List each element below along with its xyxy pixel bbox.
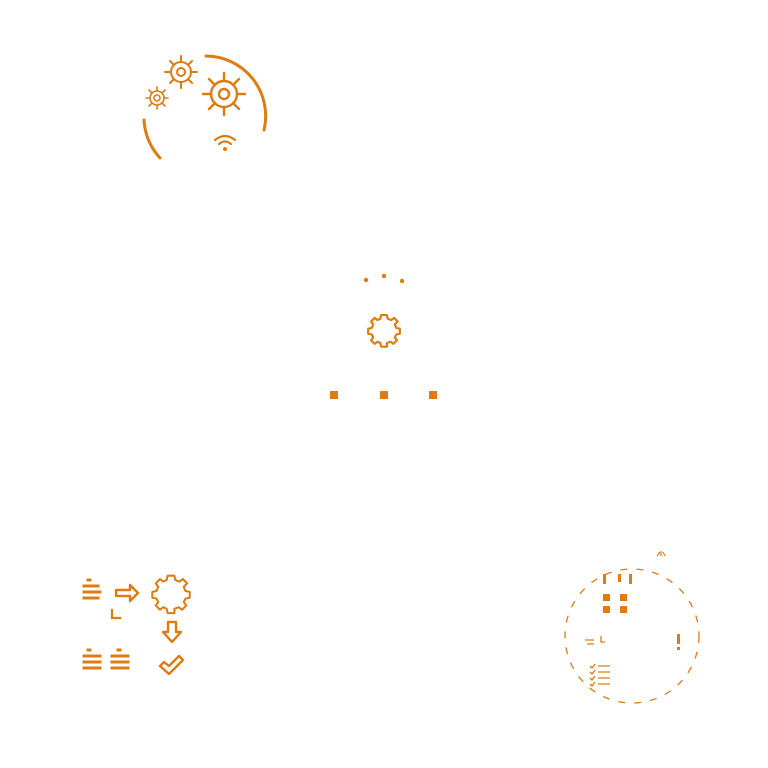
gear-loading-illustration [325,270,445,405]
gears-wifi-icon [142,54,268,160]
document-process-icon [82,574,191,676]
dashed-circle-checklist-illustration [560,548,705,710]
document-process-illustration [80,570,200,685]
dashed-circle-checklist-icon [564,551,700,704]
gears-wifi-illustration [138,50,273,165]
gear-loading-icon [330,273,437,399]
